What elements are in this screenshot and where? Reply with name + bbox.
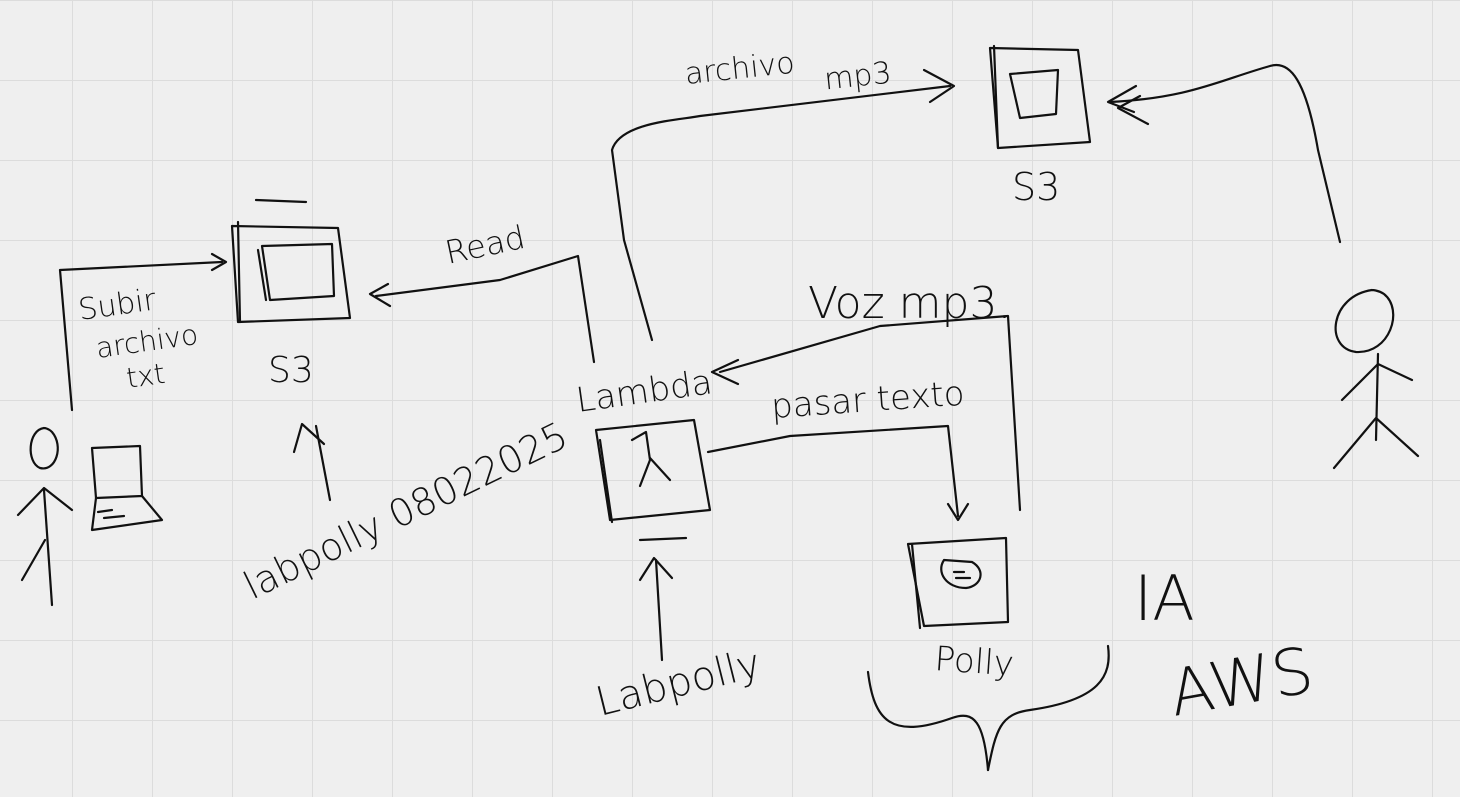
mp3-top-label: mp3 xyxy=(823,56,894,98)
lambda-icon xyxy=(594,418,712,542)
right-user-figure xyxy=(1332,288,1420,470)
voz-mp3-label: Voz mp3. xyxy=(808,278,1011,329)
s3-left-icon xyxy=(230,198,352,324)
s3-left-upward-arrow xyxy=(292,422,332,502)
read-label: Read xyxy=(442,218,529,272)
s3-right-icon xyxy=(988,44,1092,150)
archivo-label: archivo xyxy=(683,46,796,92)
labpolly-label: Labpolly xyxy=(591,640,765,725)
polly-label: Polly xyxy=(933,639,1015,684)
voz-mp3-arrow xyxy=(710,314,1022,512)
upload-label-line3: txt xyxy=(124,357,167,395)
upload-label-line1: Subir xyxy=(76,282,159,328)
upload-label-line2: archivo xyxy=(94,318,200,365)
pasar-texto-label: pasar texto xyxy=(770,374,966,427)
archivo-mp3-arrow xyxy=(610,68,956,342)
laptop-icon xyxy=(90,444,164,532)
curly-brace xyxy=(866,644,1110,772)
polly-icon xyxy=(906,536,1010,630)
right-user-arrow xyxy=(1106,63,1342,244)
left-user-figure xyxy=(16,426,74,607)
s3-left-label: S3 xyxy=(268,350,314,391)
read-arrow xyxy=(368,254,596,364)
pasar-texto-arrow xyxy=(706,424,970,522)
lambda-label: Lambda xyxy=(574,362,715,421)
upload-arrow xyxy=(58,252,228,412)
aws-label: AWS xyxy=(1164,634,1319,732)
lambda-upward-arrow xyxy=(638,556,674,662)
ia-label: IA xyxy=(1134,562,1195,635)
labpolly-date-label: labpolly 08022025 xyxy=(237,413,575,608)
s3-right-label: S3 xyxy=(1012,165,1060,209)
